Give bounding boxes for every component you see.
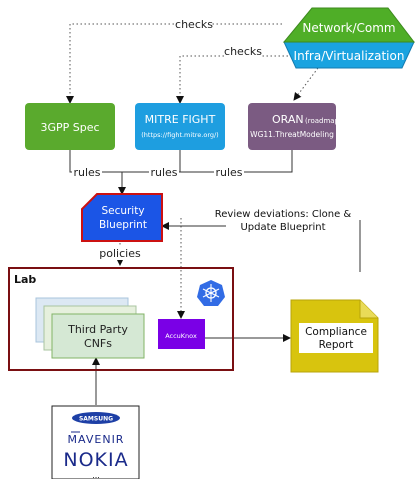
lab-label: Lab (14, 273, 36, 286)
cnf-line2: CNFs (84, 337, 112, 350)
security-blueprint: Security Blueprint (81, 193, 163, 242)
edge-checks-mitre (176, 55, 300, 104)
oran-sub: WG11.ThreatModeling (250, 130, 334, 139)
rules-label-2: rules (150, 166, 177, 179)
review-line2: Update Blueprint (240, 222, 325, 233)
compliance-report: Compliance Report (290, 299, 379, 373)
accuknox-label: AccuKnox (165, 332, 197, 340)
nokia-label: NOKIA (63, 449, 128, 471)
oran-title: ORAN (272, 113, 304, 126)
edge-labels: checks checks rules rules rules policies (72, 17, 262, 260)
checks-label-2: checks (224, 45, 262, 58)
dotted-connectors (66, 23, 319, 319)
infra-tier-label: Infra/Virtualization (294, 49, 405, 63)
review-box: Review deviations: Clone & Update Bluepr… (215, 207, 352, 235)
samsung-label: SAMSUNG (79, 416, 113, 423)
mitre-title: MITRE FIGHT (145, 113, 216, 126)
report-line1: Compliance (305, 326, 367, 338)
mavenir-label: MAVENIR (68, 433, 125, 446)
checks-label-1: checks (175, 18, 213, 31)
rules-label-3: rules (215, 166, 242, 179)
lab-container: Lab (8, 267, 234, 371)
network-tier-shape (282, 7, 416, 43)
mitre-box: MITRE FIGHT (https://fight.mitre.org/) (135, 103, 225, 150)
mitre-url: (https://fight.mitre.org/) (141, 131, 218, 139)
accuknox-box: AccuKnox (158, 319, 205, 349)
oran-note: (roadmap) (305, 117, 342, 125)
edge-checks-3gpp (66, 23, 282, 104)
review-line1: Review deviations: Clone & (215, 209, 352, 220)
rules-label-1: rules (73, 166, 100, 179)
report-line2: Report (319, 339, 354, 351)
edge-tiers-oran (293, 67, 319, 101)
cnf-stack: Third Party CNFs (35, 297, 145, 359)
kubernetes-icon (197, 280, 225, 306)
tier-stack: Network/Comm Infra/Virtualization (282, 7, 416, 69)
vendors-more: ... (92, 471, 100, 479)
blueprint-line1: Security (101, 205, 144, 217)
edge-rules-oran (122, 150, 293, 173)
spec-3gpp-label: 3GPP Spec (40, 121, 99, 134)
policies-label: policies (99, 247, 141, 260)
spec-3gpp-box: 3GPP Spec (25, 103, 115, 150)
vendor-logos: SAMSUNG MAVENIR NOKIA ... (51, 405, 140, 479)
blueprint-line2: Blueprint (99, 219, 147, 231)
samsung-logo (72, 412, 120, 424)
cnf-line1: Third Party (67, 323, 128, 336)
oran-box: ORAN (roadmap) WG11.ThreatModeling (248, 103, 342, 150)
network-tier-label: Network/Comm (302, 21, 395, 35)
